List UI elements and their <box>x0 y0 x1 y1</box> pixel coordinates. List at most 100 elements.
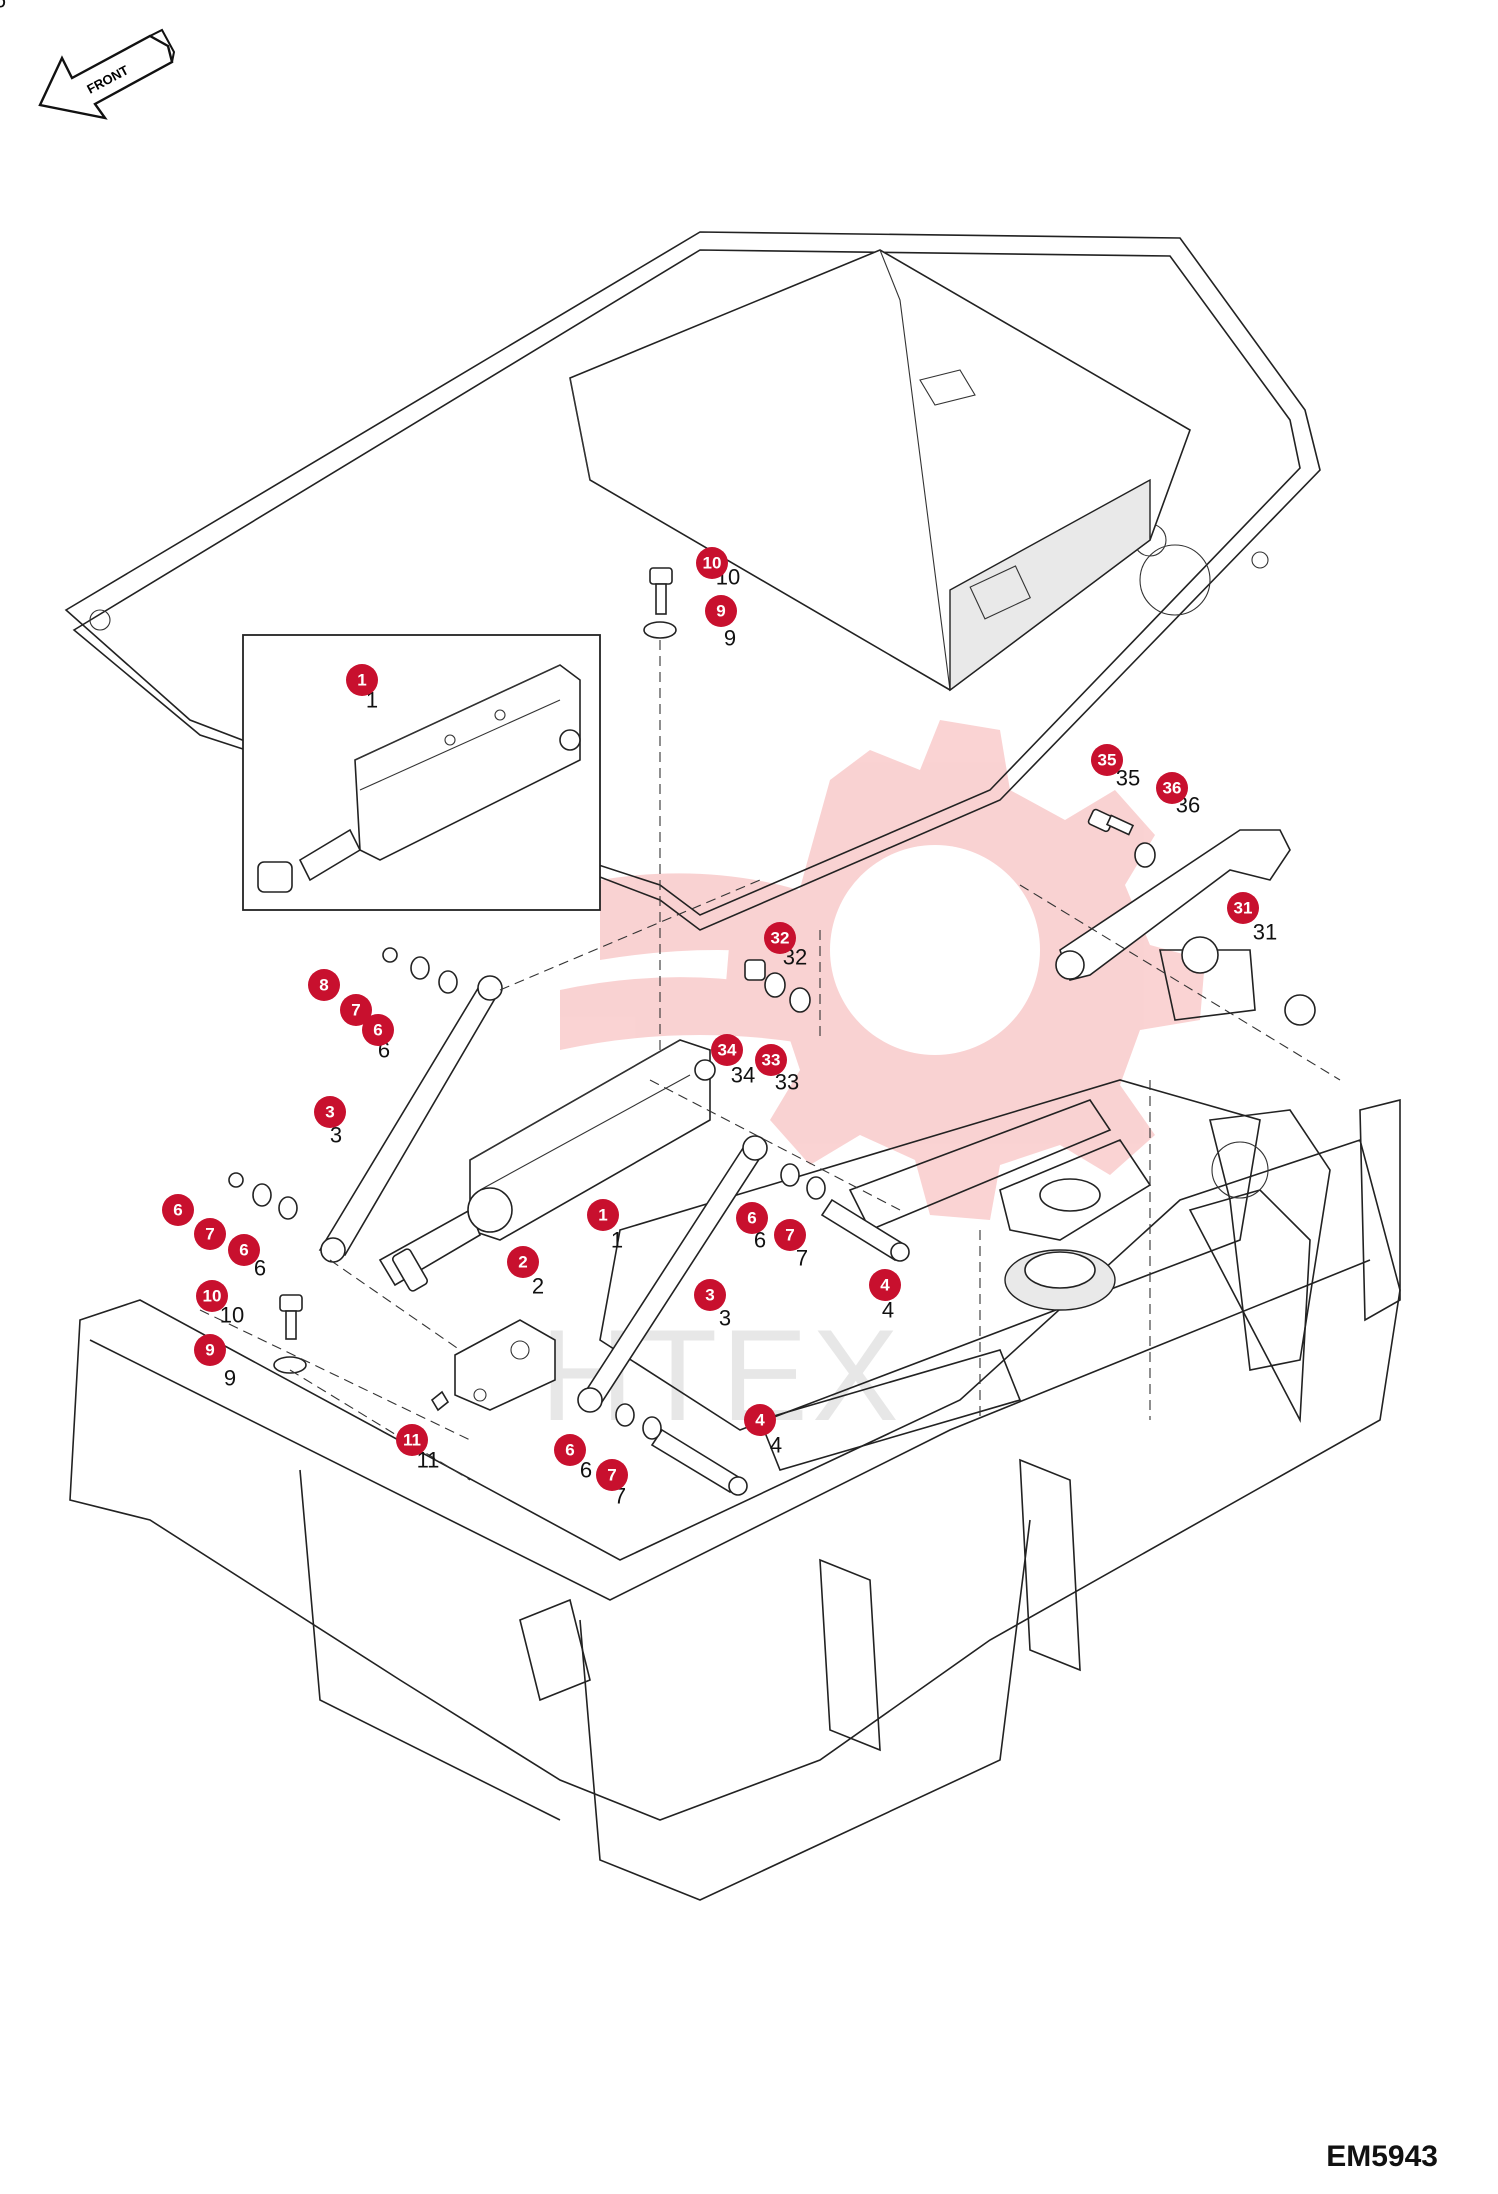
callout-badge-4b <box>744 1404 776 1436</box>
callout-badge-label-2: 2 <box>518 1253 527 1272</box>
callout-4b: 44 <box>744 1404 782 1458</box>
callout-badge-label-6e: 6 <box>565 1441 574 1460</box>
callout-number-4a: 4 <box>882 1298 894 1323</box>
callout-6e: 66 <box>554 1434 592 1483</box>
callout-badge-label-7d: 7 <box>607 1466 616 1485</box>
callout-badge-7c <box>774 1219 806 1251</box>
callout-badge-7a <box>340 994 372 1026</box>
callout-number-6e: 6 <box>580 1458 592 1483</box>
callout-badge-label-8: 8 <box>319 976 328 995</box>
callout-number-7c: 7 <box>796 1246 808 1271</box>
inset-detail-box <box>242 634 601 911</box>
callout-badge-3b <box>694 1279 726 1311</box>
callout-badge-36 <box>1156 772 1188 804</box>
callout-number-9b: 9 <box>224 1366 236 1391</box>
hardware <box>228 567 1156 1440</box>
lower-frame <box>69 936 1401 1901</box>
callout-badge-8 <box>308 969 340 1001</box>
callout-3a: 33 <box>314 1096 346 1148</box>
callout-badge-35 <box>1091 744 1123 776</box>
callout-8: 8 <box>308 969 340 1001</box>
callout-badge-1b <box>587 1199 619 1231</box>
callout-4a: 44 <box>869 1269 901 1323</box>
callout-badge-9b <box>194 1334 226 1366</box>
pins <box>650 1198 910 1496</box>
callout-badge-10b <box>196 1280 228 1312</box>
callout-6b: 66 <box>0 0 194 1226</box>
gear-logo-icon <box>560 720 1205 1220</box>
callout-badge-3a <box>314 1096 346 1128</box>
callout-number-6c: 6 <box>254 1256 266 1281</box>
assembly-guides <box>199 640 1341 1481</box>
callout-number-31: 31 <box>1253 920 1277 945</box>
callout-badge-7b <box>194 1218 226 1250</box>
callout-badge-label-4b: 4 <box>755 1411 765 1430</box>
callout-badge-label-7b: 7 <box>205 1225 214 1244</box>
callout-number-3a: 3 <box>330 1123 342 1148</box>
callout-number-6d: 6 <box>754 1228 766 1253</box>
callout-badge-7d <box>596 1459 628 1491</box>
callout-badge-label-31: 31 <box>1234 899 1253 918</box>
callout-6a: 66 <box>362 1014 394 1063</box>
control-box <box>569 249 1191 692</box>
callout-badge-label-34: 34 <box>718 1041 737 1060</box>
callout-badge-6a <box>362 1014 394 1046</box>
callout-badge-label-9b: 9 <box>205 1341 214 1360</box>
callouts: 1111223333444466666666667777778999910101… <box>0 0 1277 1509</box>
callout-badge-label-6b: 6 <box>173 1201 182 1220</box>
watermark: HTEX <box>540 720 1205 1448</box>
callout-badge-2 <box>507 1246 539 1278</box>
hydraulic-cylinder <box>378 1039 716 1292</box>
callout-badge-label-3b: 3 <box>705 1286 714 1305</box>
callout-badge-label-11: 11 <box>403 1431 421 1450</box>
callout-number-4b: 4 <box>770 1433 782 1458</box>
callout-number-1b: 1 <box>611 1228 623 1253</box>
lever <box>1055 829 1291 981</box>
callout-badge-31 <box>1227 892 1259 924</box>
callout-number-34: 34 <box>731 1063 755 1088</box>
callout-6d: 66 <box>736 1202 768 1253</box>
callout-badge-label-6c: 6 <box>239 1241 248 1260</box>
callout-badge-6d <box>736 1202 768 1234</box>
callout-6c: 66 <box>228 1234 266 1281</box>
callout-badge-6c <box>228 1234 260 1266</box>
callout-1b: 11 <box>587 1199 623 1253</box>
callout-badge-label-9a: 9 <box>716 602 725 621</box>
callout-number-9a: 9 <box>724 626 736 651</box>
callout-7d: 77 <box>596 1459 628 1509</box>
callout-badge-33 <box>755 1044 787 1076</box>
callout-badge-label-6a: 6 <box>373 1021 382 1040</box>
callout-badge-label-6d: 6 <box>747 1209 756 1228</box>
callout-badge-1 <box>346 664 378 696</box>
callout-3b: 33 <box>694 1279 731 1331</box>
callout-number-11: 11 <box>417 1448 440 1473</box>
callout-badge-label-7c: 7 <box>785 1226 794 1245</box>
callout-badge-34 <box>711 1034 743 1066</box>
callout-badge-32 <box>764 922 796 954</box>
callout-badge-label-1b: 1 <box>598 1206 607 1225</box>
callout-9b: 99 <box>194 1334 236 1391</box>
callout-badge-label-35: 35 <box>1098 751 1117 770</box>
callout-number-3b: 3 <box>719 1306 731 1331</box>
front-arrow-icon: FRONT <box>38 28 176 120</box>
diagram-code: EM5943 <box>1326 2140 1438 2173</box>
callout-badge-label-33: 33 <box>762 1051 781 1070</box>
callout-2: 22 <box>507 1246 544 1299</box>
callout-badge-4a <box>869 1269 901 1301</box>
callout-7a: 7 <box>340 994 372 1026</box>
callout-7c: 77 <box>774 1219 808 1271</box>
callout-number-6b: 6 <box>0 0 6 13</box>
callout-badge-label-10b: 10 <box>203 1287 222 1306</box>
callout-badge-11 <box>396 1424 428 1456</box>
bracket <box>454 1319 556 1411</box>
callout-number-35: 35 <box>1116 766 1140 791</box>
